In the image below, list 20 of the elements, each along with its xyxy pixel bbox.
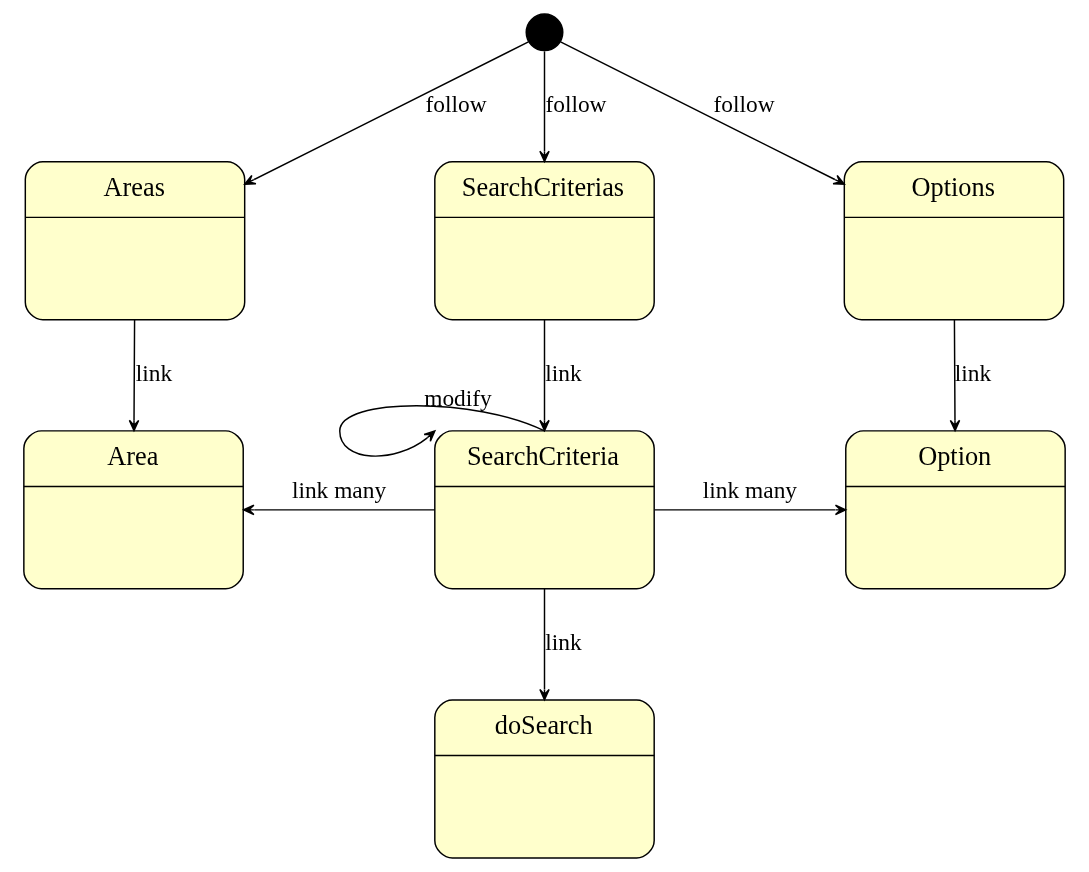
edge-label: follow: [713, 90, 775, 117]
arrow: [559, 41, 846, 185]
edge-label: link: [545, 359, 582, 386]
arrow: [242, 504, 436, 516]
arrow: [653, 504, 847, 516]
arrow: [539, 588, 550, 701]
arrow: [539, 50, 550, 163]
edge-label: link many: [291, 476, 387, 503]
arrow: [949, 319, 961, 432]
edge-label: link: [545, 628, 582, 655]
edge-label: follow: [545, 90, 607, 117]
edge-label: link many: [702, 476, 798, 503]
edge-label: link: [954, 359, 992, 386]
arrow: [128, 319, 140, 432]
node-circle: [525, 13, 564, 52]
arrow: [243, 41, 530, 185]
edge-label: link: [135, 359, 173, 386]
edge-label: follow: [425, 90, 487, 117]
arrow: [539, 319, 550, 432]
edge-label: modify: [424, 385, 492, 412]
